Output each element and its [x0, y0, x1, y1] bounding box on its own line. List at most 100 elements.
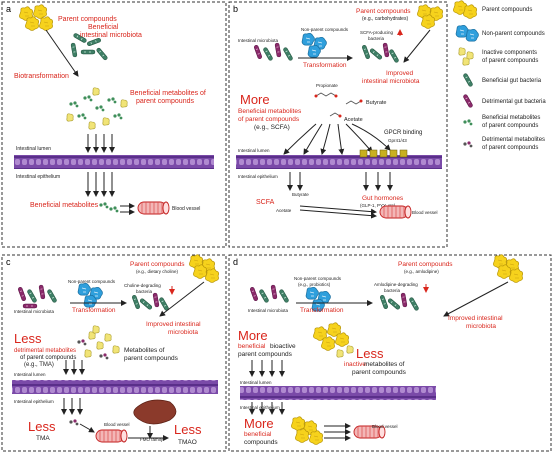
scfa-bacteria-label-2: bacteria — [368, 36, 385, 41]
panel-b-letter: b — [233, 4, 238, 14]
more2-desc-1: beneficial — [244, 431, 272, 438]
detrimental-bacteria-icon — [462, 93, 474, 109]
intestinal-membrane — [14, 155, 214, 169]
down-arrows-to-membrane — [63, 360, 85, 375]
legend-detrimental-metabolite-label-1: Detrimental metabolites — [482, 137, 545, 143]
parent-example-label: (e.g., carbohydrates) — [362, 16, 408, 22]
biotransformation-label: Biotransformation — [14, 73, 69, 80]
panel-b: b Parent compounds (e.g., carbohydrates)… — [228, 1, 448, 248]
blood-vessel-icon — [137, 201, 170, 215]
more-label: More — [240, 92, 270, 107]
panel-c-letter: c — [6, 257, 11, 267]
more-desc-1: Beneficial metabolites — [238, 108, 302, 115]
less-label: Less — [356, 346, 384, 361]
lumen-label: Intestinal lumen — [240, 380, 272, 385]
less-label: Less — [14, 331, 42, 346]
non-parent-label: Non-parent compounds — [68, 279, 116, 284]
gpcr-receptors — [359, 149, 408, 158]
improved-microbiota — [379, 292, 420, 312]
intestinal-membrane — [240, 386, 436, 400]
arrows-through-membrane — [287, 172, 393, 191]
intestinal-membrane — [236, 155, 442, 169]
blood-vessel-label: Blood vessel — [104, 422, 130, 427]
parent-example-label: (e.g., amlodipine) — [404, 269, 439, 274]
more-desc-2: of parent compounds — [238, 116, 300, 123]
detrimental-metabolite-icon — [463, 141, 473, 148]
more-label: More — [238, 328, 268, 343]
panel-a-letter: a — [6, 4, 11, 14]
lumen-label: Intestinal lumen — [14, 372, 46, 377]
butyrate-label: Butyrate — [366, 100, 386, 106]
transformation-label: Transformation — [72, 307, 116, 314]
less-desc-2: parent compounds — [352, 369, 407, 376]
beneficial-metabolites-label-1: Beneficial metabolites of — [130, 90, 206, 97]
transformation-label: Transformation — [300, 307, 344, 314]
legend-inactive-label-2: of parent compounds — [482, 58, 538, 64]
non-parent-label-1: Non-parent compounds — [294, 276, 342, 281]
compound-cluster — [313, 322, 354, 358]
improved-label-1: Improved — [386, 70, 413, 77]
panel-d-letter: d — [233, 257, 238, 267]
scfa-label: SCFA — [256, 199, 275, 206]
parent-compounds-label: Parent compounds — [58, 16, 117, 23]
transformation-label: Transformation — [303, 62, 347, 69]
beneficial-microbiota-label-1: Beneficial — [88, 24, 119, 31]
improved-label-2: intestinal microbiota — [362, 78, 420, 85]
propionate-label: Propionate — [316, 83, 338, 88]
blood-vessel-label: Blood vessel — [372, 424, 398, 429]
legend-item-parent: Parent compounds — [453, 0, 532, 19]
more-desc-1b: bioactive — [270, 343, 296, 350]
legend-beneficial-metabolite-label-1: Beneficial metabolites — [482, 115, 540, 121]
legend-beneficial-bacteria-label: Beneficial gut bacteria — [482, 78, 542, 84]
less-tma-label: Less — [28, 419, 56, 434]
panel-c: c Parent compounds (e.g., dietary cholin… — [1, 254, 227, 452]
lumen-label: Intestinal lumen — [238, 148, 270, 153]
improved-microbiota — [131, 292, 170, 312]
legend-detrimental-metabolite-label-2: of parent compounds — [482, 145, 538, 151]
hormones-list-label: (GLP-1, PYY, etc) — [360, 203, 396, 208]
gpcr-label: GPCR binding — [384, 130, 422, 136]
legend-item-non-parent: Non-parent compounds — [455, 24, 545, 42]
more2-desc-2: compounds — [244, 439, 278, 446]
beneficial-bacteria-icon — [462, 72, 474, 88]
liver-icon — [133, 399, 177, 425]
mixed-microbiota — [249, 284, 290, 304]
less-desc-2: of parent compounds — [20, 355, 76, 361]
down-arrows-to-membrane — [249, 360, 285, 377]
beneficial-microbiota-label-2: intestinal microbiota — [80, 32, 142, 39]
acetate2-label: Acetate — [276, 208, 292, 213]
legend: Parent compounds Non-parent compounds In… — [453, 0, 546, 151]
scfa-producing-bacteria — [361, 42, 400, 64]
metabolites-label-1: Metabolites of — [124, 347, 165, 354]
scfa-bacteria-label-1: SCFA-producing — [360, 30, 394, 35]
parent-compound-cluster — [19, 4, 54, 31]
microbiota-label: Intestinal microbiota — [14, 309, 55, 314]
improved-label-2: microbiota — [168, 329, 198, 336]
acetate-label: Acetate — [344, 117, 363, 123]
down-arrows-through-membrane — [61, 398, 83, 415]
metabolite-cluster — [77, 325, 120, 360]
mixed-microbiota — [253, 42, 294, 62]
amlo-bacteria-label-2: bacteria — [384, 288, 401, 293]
beneficial-metabolites-bottom-label: Beneficial metabolites — [30, 202, 99, 209]
less-desc-1a: inactive — [344, 361, 366, 368]
non-parent-label-2: (e.g., probiotics) — [298, 282, 331, 287]
amlo-bacteria-label-1: Amlodipine-degrading — [374, 282, 418, 287]
gpr-label: Gpr41/43 — [388, 138, 407, 143]
curved-arrows-to-gpcr — [283, 123, 391, 155]
epithelium-label: Intestinal epithelium — [238, 174, 278, 179]
metabolite-cluster — [66, 87, 128, 130]
microbiota-label: Intestinal microbiota — [238, 38, 279, 43]
more-desc-3: (e.g., SCFA) — [254, 124, 290, 131]
beneficial-metabolite-icon — [463, 119, 473, 126]
improved-label-1: Improved intestinal — [448, 315, 503, 322]
parent-compounds-label: Parent compounds — [130, 261, 185, 268]
parent-compounds-label: Parent compounds — [398, 261, 453, 268]
epithelium-label: Intestinal epithelium — [14, 399, 54, 404]
parent-compounds-label: Parent compounds — [356, 8, 411, 15]
choline-bacteria-label-2: bacteria — [136, 289, 153, 294]
legend-detrimental-bacteria-label: Detrimental gut bacteria — [482, 99, 546, 105]
legend-inactive-label-1: Inactive components — [482, 50, 537, 56]
epithelium-label: Intestinal epithelium — [16, 174, 60, 180]
